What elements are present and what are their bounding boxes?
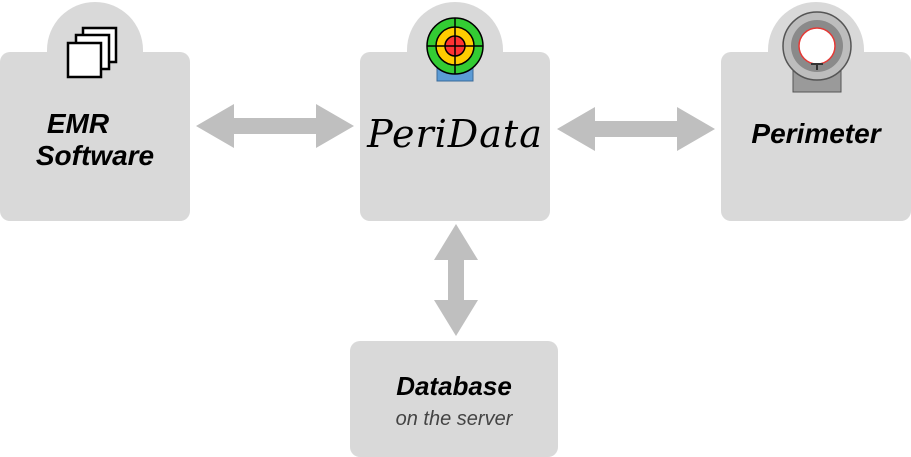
arrow-emr-peridata (196, 104, 354, 148)
documents-icon (66, 26, 118, 79)
target-icon (426, 17, 484, 82)
database-node: Database on the server (350, 341, 558, 457)
perimeter-node: Perimeter (721, 0, 911, 221)
perimeter-device-icon (782, 11, 852, 93)
emr-box (0, 52, 190, 221)
arrow-peridata-database (434, 224, 478, 336)
database-label: Database (396, 371, 512, 401)
emr-label-line2: Software (35, 140, 155, 171)
arrow-peridata-perimeter (557, 107, 715, 151)
emr-label: EMR Software (0, 108, 190, 172)
database-sublabel: on the server (395, 408, 513, 430)
perimeter-label: Perimeter (751, 118, 881, 149)
peridata-node: PeriData (360, 0, 550, 221)
database-box (350, 341, 558, 457)
emr-software-node: EMR Software (0, 0, 190, 221)
emr-label-line1: EMR (46, 108, 110, 139)
peridata-label: PeriData (367, 112, 543, 156)
